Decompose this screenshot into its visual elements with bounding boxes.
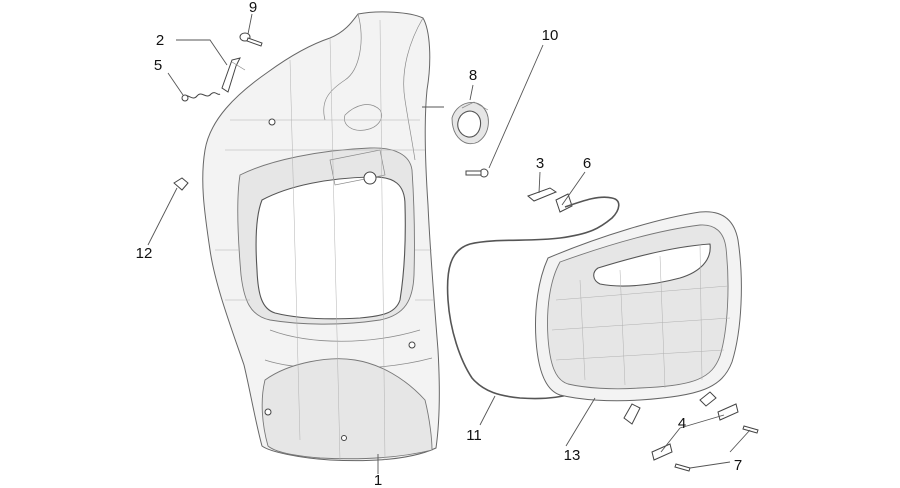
callout-12: 12 (136, 245, 153, 262)
clips-4-part (651, 403, 739, 461)
callout-4: 4 (678, 415, 686, 432)
callout-6: 6 (583, 155, 591, 172)
callout-1: 1 (374, 472, 382, 488)
cable-part (446, 196, 620, 400)
callout-9: 9 (249, 0, 257, 16)
callout-2: 2 (156, 32, 164, 49)
hook-lever-part (221, 57, 246, 93)
screws-7-part (674, 425, 759, 472)
screw-10-part (465, 168, 489, 178)
callout-3: 3 (536, 155, 544, 172)
lock-cylinder-part (451, 101, 489, 145)
glove-box-part (535, 211, 742, 425)
latch-3-part (527, 187, 558, 202)
callout-11: 11 (466, 427, 482, 444)
callout-10: 10 (542, 27, 559, 44)
callout-7: 7 (734, 457, 742, 474)
leader-lines (147, 13, 751, 474)
callout-5: 5 (154, 57, 162, 74)
callout-13: 13 (564, 447, 581, 464)
bracket-6-part (555, 193, 573, 213)
leg-shield-part (202, 11, 440, 462)
clip-12-part (173, 177, 189, 191)
callout-8: 8 (469, 67, 477, 84)
screw-9-part (239, 32, 263, 47)
spring-part (181, 92, 221, 102)
